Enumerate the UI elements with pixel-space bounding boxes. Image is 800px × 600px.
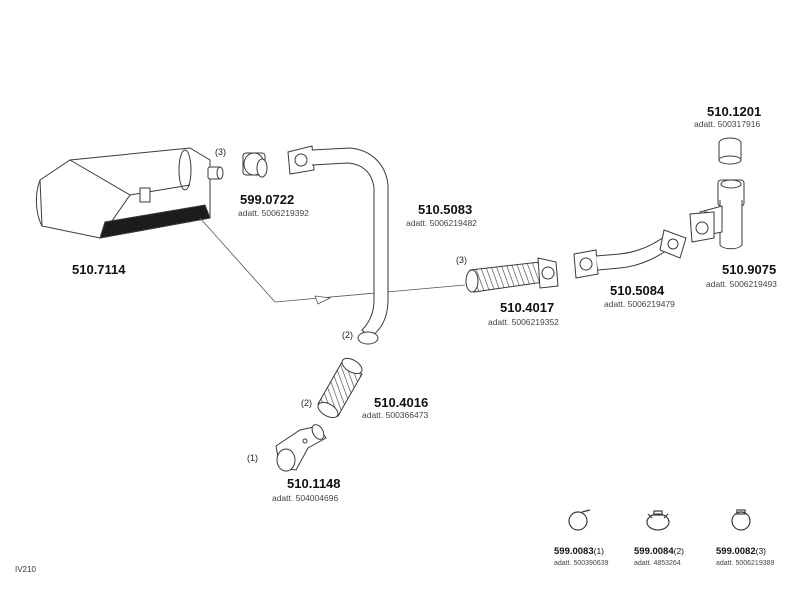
flex-4017-ref: adatt. 5006219352 [488, 317, 559, 327]
clamp-3-icon [731, 509, 751, 531]
clamp-1-icon [568, 509, 591, 531]
cap-ref: adatt. 500317916 [694, 119, 761, 129]
flex-4016-qty-bottom: (2) [301, 398, 312, 408]
assembly-guide-line [199, 217, 466, 303]
exhaust-brake-valve-icon [689, 179, 745, 250]
pipe-5084-ref: adatt. 5006219479 [604, 299, 675, 309]
pipe-1148-part-number: 510.1148 [287, 476, 341, 491]
clamp-2-sup: (2) [673, 546, 685, 556]
clamp-1-ref: adatt. 500390639 [554, 560, 609, 567]
flex-4017-part-number: 510.4017 [500, 300, 555, 315]
gasket-part-number: 599.0722 [240, 192, 295, 207]
pipe-5083-ref: adatt. 5006219482 [406, 218, 477, 228]
clamp-3-ref: adatt. 5006219389 [716, 560, 775, 567]
flex-pipe-4017-icon [465, 257, 559, 293]
clamp-3-part-number: 599.0082(3) [716, 546, 767, 557]
cap-icon [718, 137, 742, 165]
clamp-1-sup: (1) [593, 546, 605, 556]
gasket-icon [242, 152, 268, 178]
guide-arrow-icon [314, 295, 332, 305]
pipe-5084-part-number: 510.5084 [610, 283, 665, 298]
clamp-1-part-number: 599.0083(1) [554, 546, 605, 557]
flex-4017-qty: (3) [456, 255, 467, 265]
clamp-2-ref: adatt. 4853264 [634, 560, 681, 567]
pipe-5084-icon [573, 229, 687, 279]
flex-pipe-4016-icon [317, 357, 363, 419]
flex-4016-part-number: 510.4016 [374, 395, 429, 410]
valve-ref: adatt. 5006219493 [706, 279, 777, 289]
pipe-1148-qty: (1) [247, 453, 258, 463]
gasket-ref: adatt. 5006219392 [238, 208, 309, 218]
pipe-5083-icon [287, 145, 389, 345]
muffler-icon [35, 147, 224, 239]
clamp-2-part-number: 599.0084(2) [634, 546, 685, 557]
clamp-3-sup: (3) [755, 546, 767, 556]
gasket-qty: (3) [215, 147, 226, 157]
pipe-1148-ref: adatt. 504004696 [272, 493, 339, 503]
cap-part-number: 510.1201 [707, 104, 762, 119]
flex-4016-ref: adatt. 500366473 [362, 410, 429, 420]
flex-4016-qty-top: (2) [342, 330, 353, 340]
pipe-1148-icon [275, 424, 327, 472]
diagram-code: IV210 [15, 565, 36, 574]
muffler-part-number: 510.7114 [72, 262, 126, 277]
pipe-5083-part-number: 510.5083 [418, 202, 473, 217]
valve-part-number: 510.9075 [722, 262, 777, 277]
clamp-2-icon [646, 510, 670, 531]
